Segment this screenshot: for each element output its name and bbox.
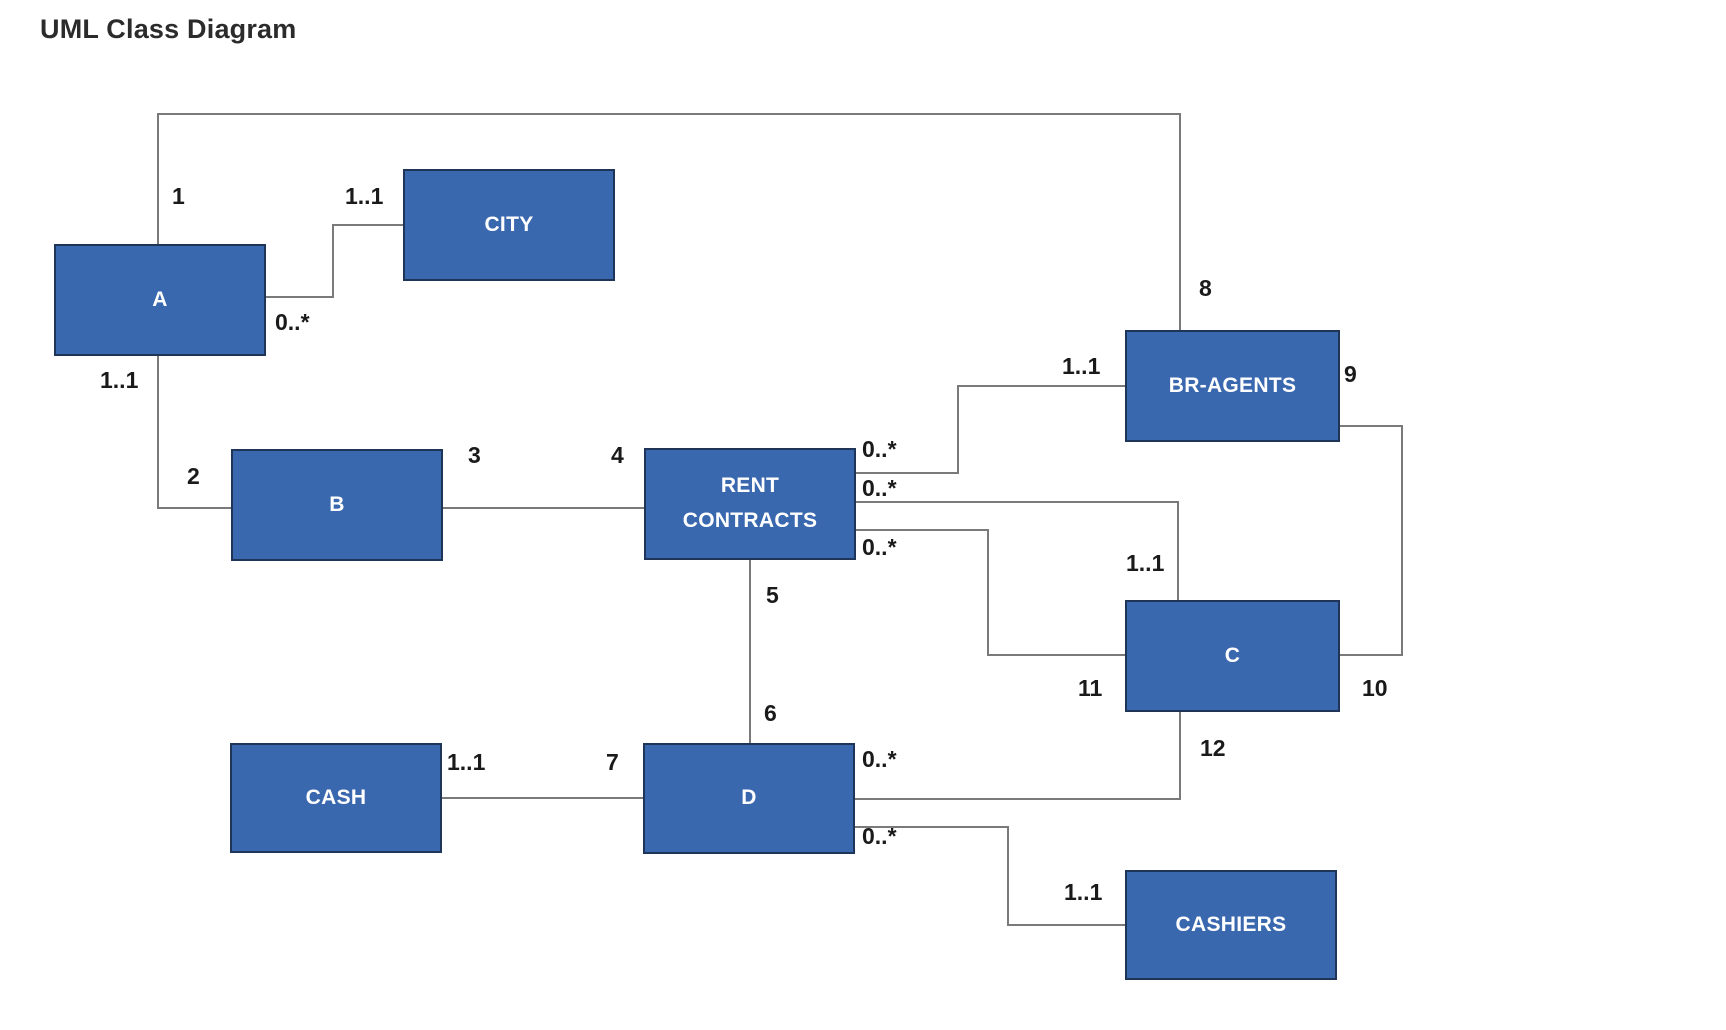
connection-number-label-6: 6 (764, 700, 777, 726)
multiplicity-label: 0..* (862, 475, 897, 501)
connection-number-label-8: 8 (1199, 275, 1212, 301)
connection-number-label-5: 5 (766, 582, 779, 608)
connector-c-to-d (855, 712, 1181, 800)
multiplicity-label: 0..* (862, 823, 897, 849)
class-node-label-d: D (741, 786, 757, 810)
connector-rent-contracts-to-c-left (856, 529, 1125, 656)
multiplicity-label: 1..1 (345, 183, 384, 209)
connector-a-to-b (157, 356, 231, 509)
multiplicity-label: 0..* (275, 309, 310, 335)
class-node-d: D (643, 743, 855, 854)
connector-d-to-cashiers (855, 826, 1125, 926)
class-node-label-cash: CASH (305, 785, 367, 809)
class-node-city: CITY (403, 169, 615, 281)
class-node-cashiers: CASHIERS (1125, 870, 1337, 980)
connector-rent-contracts-to-c-top (856, 501, 1179, 600)
class-node-rent-contracts: RENT CONTRACTS (644, 448, 856, 560)
multiplicity-label: 1..1 (1126, 550, 1165, 576)
class-node-label-a: A (152, 287, 168, 311)
connection-number-label-9: 9 (1344, 361, 1357, 387)
class-node-c: C (1125, 600, 1340, 712)
connection-number-label-10: 10 (1362, 675, 1388, 701)
connector-rent-contracts-to-br-agents (856, 385, 1125, 474)
class-node-cash: CASH (230, 743, 442, 853)
connection-number-label-12: 12 (1200, 735, 1226, 761)
multiplicity-label: 1..1 (447, 749, 486, 775)
connection-number-label-11: 11 (1078, 675, 1103, 701)
multiplicity-label: 0..* (862, 534, 897, 560)
class-node-label-city: CITY (484, 212, 534, 236)
multiplicity-label: 0..* (862, 436, 897, 462)
class-node-b: B (231, 449, 443, 561)
connection-number-label-1: 1 (172, 183, 185, 209)
class-node-label-b: B (329, 492, 345, 516)
class-node-label-rent-contracts: RENT CONTRACTS (682, 474, 818, 532)
connection-number-label-3: 3 (468, 442, 481, 468)
multiplicity-label: 1..1 (1062, 353, 1101, 379)
connector-br-agents-to-c (1340, 425, 1403, 656)
class-node-label-br-agents: BR-AGENTS (1168, 373, 1297, 397)
multiplicity-label: 0..* (862, 746, 897, 772)
page-title: UML Class Diagram (40, 14, 297, 44)
class-node-label-c: C (1224, 643, 1241, 667)
connection-number-label-4: 4 (611, 442, 624, 468)
class-node-a: A (54, 244, 266, 356)
connector-a-to-city (266, 224, 403, 298)
class-node-br-agents: BR-AGENTS (1125, 330, 1340, 442)
class-node-label-cashiers: CASHIERS (1175, 912, 1287, 936)
connection-number-label-2: 2 (187, 463, 200, 489)
connector-a-to-br-agents (157, 113, 1181, 330)
connection-number-label-7: 7 (606, 749, 619, 775)
multiplicity-label: 1..1 (100, 367, 139, 393)
multiplicity-label: 1..1 (1064, 879, 1103, 905)
